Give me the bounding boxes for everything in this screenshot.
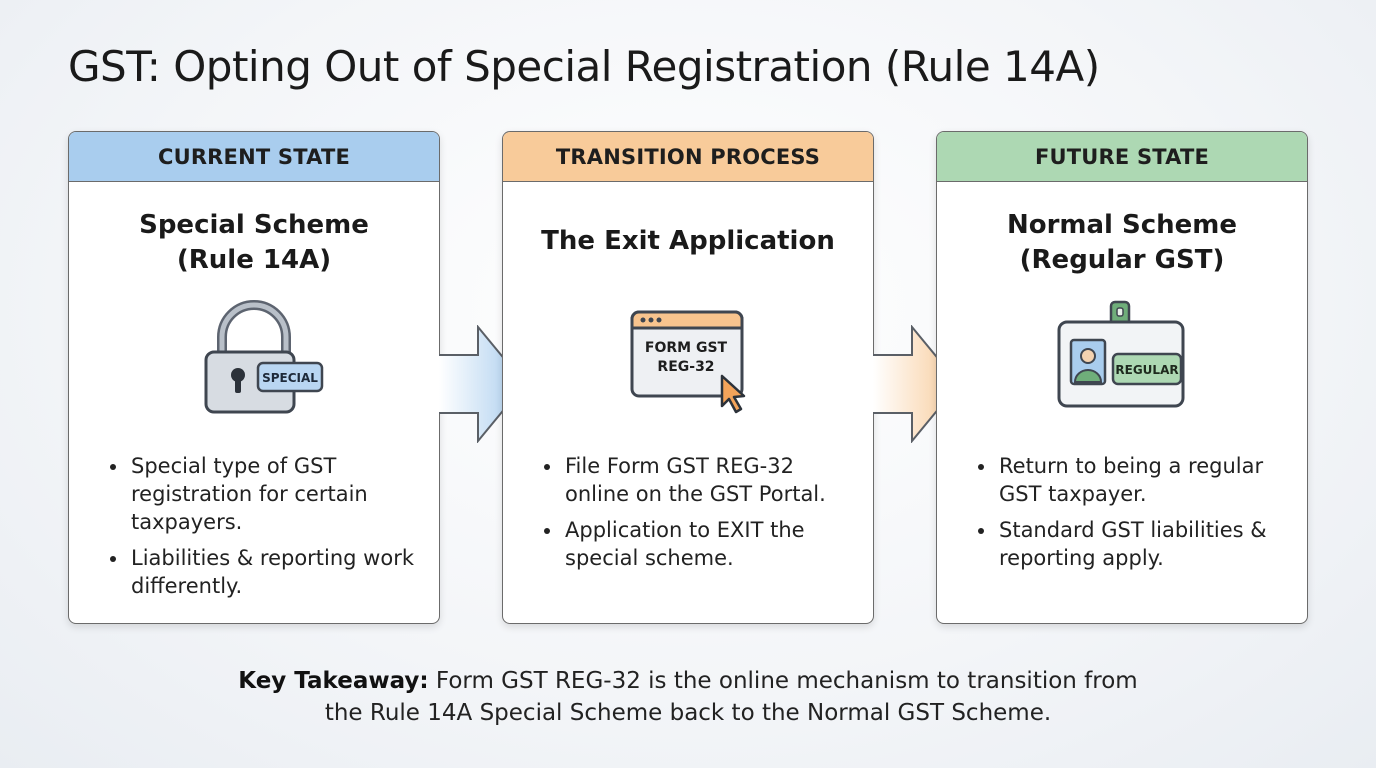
padlock-icon: SPECIAL (69, 297, 439, 417)
current-state-card: CURRENT STATE Special Scheme (Rule 14A) … (68, 131, 440, 624)
id-badge-icon: REGULAR (937, 300, 1307, 420)
card-title: Special Scheme (Rule 14A) (69, 208, 439, 278)
card-title-line: Special Scheme (139, 210, 369, 240)
form-label-line: REG-32 (657, 359, 714, 375)
list-item: File Form GST REG-32 online on the GST P… (563, 452, 853, 508)
bullet-list: Return to being a regular GST taxpayer. … (965, 452, 1287, 580)
card-title-line: (Regular GST) (1019, 245, 1225, 275)
takeaway-label: Key Takeaway: (238, 668, 429, 694)
takeaway-line: the Rule 14A Special Scheme back to the … (324, 700, 1052, 726)
card-title-line: Normal Scheme (1006, 210, 1238, 240)
form-label-line: FORM GST (645, 340, 728, 356)
page-title: GST: Opting Out of Special Registration … (68, 42, 1100, 91)
special-badge-label: SPECIAL (262, 371, 318, 385)
card-header: CURRENT STATE (69, 132, 439, 182)
list-item: Application to EXIT the special scheme. (563, 516, 853, 572)
list-item: Special type of GST registration for cer… (129, 452, 419, 536)
list-item: Liabilities & reporting work differently… (129, 544, 419, 600)
card-header: TRANSITION PROCESS (503, 132, 873, 182)
transition-process-card: TRANSITION PROCESS The Exit Application … (502, 131, 874, 624)
card-title-line: (Rule 14A) (176, 245, 332, 275)
bullet-list: File Form GST REG-32 online on the GST P… (531, 452, 853, 580)
takeaway-text: Form GST REG-32 is the online mechanism … (435, 668, 1138, 694)
card-header: FUTURE STATE (937, 132, 1307, 182)
card-title-line: The Exit Application (541, 226, 835, 256)
future-state-card: FUTURE STATE Normal Scheme (Regular GST)… (936, 131, 1308, 624)
list-item: Return to being a regular GST taxpayer. (997, 452, 1287, 508)
takeaway-line: Key Takeaway: Form GST REG-32 is the onl… (0, 665, 1376, 697)
browser-window-cursor-icon: FORM GST REG-32 (503, 302, 873, 422)
regular-badge-label: REGULAR (1115, 363, 1178, 377)
card-title: The Exit Application (503, 224, 873, 259)
bullet-list: Special type of GST registration for cer… (97, 452, 419, 608)
key-takeaway: Key Takeaway: Form GST REG-32 is the onl… (0, 665, 1376, 729)
list-item: Standard GST liabilities & reporting app… (997, 516, 1287, 572)
card-title: Normal Scheme (Regular GST) (937, 208, 1307, 278)
